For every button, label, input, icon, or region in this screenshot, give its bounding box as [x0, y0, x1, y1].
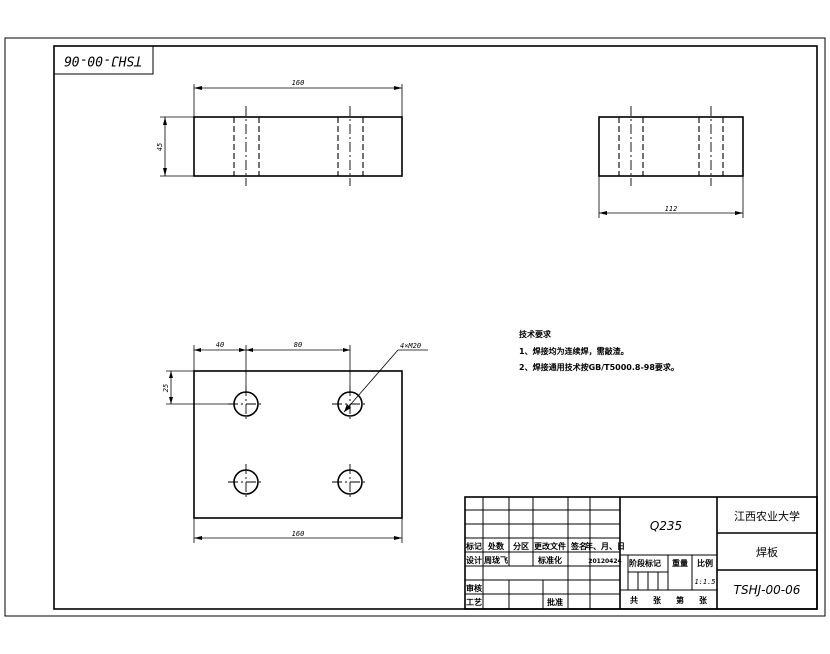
tb-mark: 标记 [465, 541, 482, 551]
tb-weight: 重量 [672, 558, 688, 568]
outer-frame [4, 37, 826, 617]
tb-change-doc: 更改文件 [534, 541, 566, 551]
drawing-border [53, 45, 818, 610]
tb-university: 江西农业大学 [734, 509, 800, 523]
tb-count: 处数 [487, 541, 505, 551]
technical-requirements: 技术要求 1、焊接均为连续焊，需敲渣。 2、焊接通用技术按GB/T5000.8-… [519, 329, 679, 372]
tb-standardize: 标准化 [537, 555, 562, 565]
dim-front-height: 45 [156, 143, 164, 151]
tb-stage-mark: 阶段标记 [629, 558, 661, 568]
tech-notes-line2: 2、焊接通用技术按GB/T5000.8-98要求。 [519, 362, 679, 372]
tb-scale: 比例 [697, 558, 713, 568]
tb-date-label: 年、月、日 [585, 541, 625, 551]
dim-hole-callout: 4×M20 [400, 342, 421, 350]
tech-notes-title: 技术要求 [519, 329, 552, 339]
tb-designer: 周珑飞 [484, 555, 508, 565]
tb-signature: 签名 [570, 541, 587, 551]
tb-part-name: 焊板 [756, 545, 778, 559]
tb-sheets: 张 [653, 596, 662, 605]
dim-hole-spacing-x: 80 [294, 341, 302, 349]
title-block: 标记 处数 分区 更改文件 签名 年、月、日 设计 周珑飞 标准化 201204… [464, 496, 818, 610]
rotated-code-box: TSHJ-00-06 [53, 45, 154, 75]
tb-material: Q235 [650, 519, 682, 533]
rotated-drawing-code: TSHJ-00-06 [64, 53, 142, 68]
plan-view: 40 80 25 4×M20 160 [162, 341, 428, 543]
dim-hole-offset-y: 25 [162, 384, 170, 392]
dim-side-width: 112 [665, 205, 678, 213]
tb-drawing-no: TSHJ-00-06 [734, 583, 801, 597]
tb-total: 共 [630, 595, 638, 605]
dim-plan-width: 160 [292, 530, 305, 538]
tb-sheet: 张 [699, 596, 708, 605]
dim-hole-offset-x: 40 [216, 341, 224, 349]
tb-zone: 分区 [513, 541, 529, 551]
tb-approve: 批准 [547, 597, 563, 607]
dim-front-width: 160 [292, 79, 305, 87]
tb-process: 工艺 [466, 597, 482, 607]
front-view: 160 45 [156, 79, 403, 186]
tb-scale-value: 1:1.5 [694, 578, 715, 586]
tb-design: 设计 [466, 555, 482, 565]
tech-notes-line1: 1、焊接均为连续焊，需敲渣。 [519, 346, 629, 356]
side-view: 112 [598, 106, 744, 218]
tb-design-date: 20120424 [588, 558, 621, 565]
tb-number: 第 [676, 595, 684, 605]
tb-review: 审核 [466, 583, 482, 593]
